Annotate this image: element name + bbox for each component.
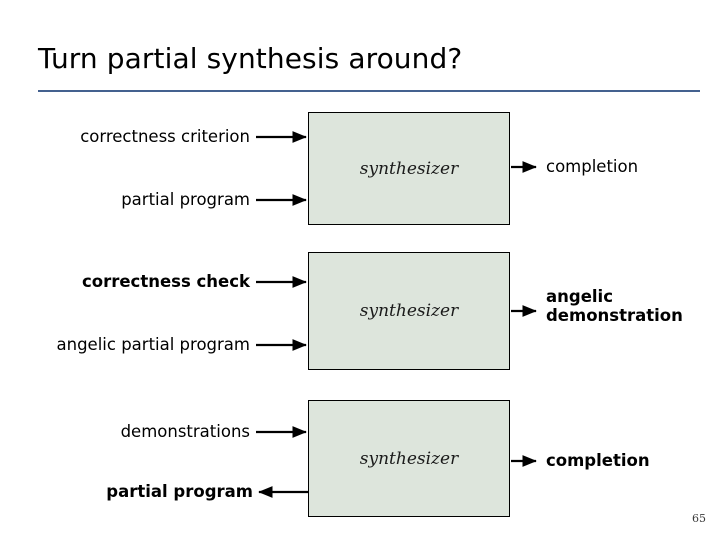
page-title: Turn partial synthesis around? [38, 42, 463, 75]
output-label-angelic-demonstration: angelic demonstration [546, 287, 683, 325]
output-label-completion-row1: completion [546, 157, 639, 176]
input-label-partial-program-row1: partial program [121, 190, 250, 209]
synthesizer-box-row3[interactable]: synthesizer [308, 400, 510, 517]
output-label-completion-row3: completion [546, 451, 650, 470]
input-label-correctness-check: correctness check [81, 272, 250, 291]
synthesizer-box-label-row1: synthesizer [359, 158, 459, 179]
synthesizer-box-label-row2: synthesizer [359, 301, 459, 321]
input-label-demonstrations: demonstrations [120, 422, 250, 441]
output-label-partial-program-row3: partial program [106, 482, 253, 501]
title-divider [38, 90, 700, 92]
synthesizer-box-row2[interactable]: synthesizer [308, 252, 510, 370]
synthesizer-box-label-row3: synthesizer [359, 448, 459, 469]
input-label-angelic-partial-program: angelic partial program [56, 335, 250, 354]
input-label-correctness-criterion: correctness criterion [80, 127, 250, 146]
page-number: 65 [692, 512, 706, 525]
synthesizer-box-row1[interactable]: synthesizer [308, 112, 510, 225]
